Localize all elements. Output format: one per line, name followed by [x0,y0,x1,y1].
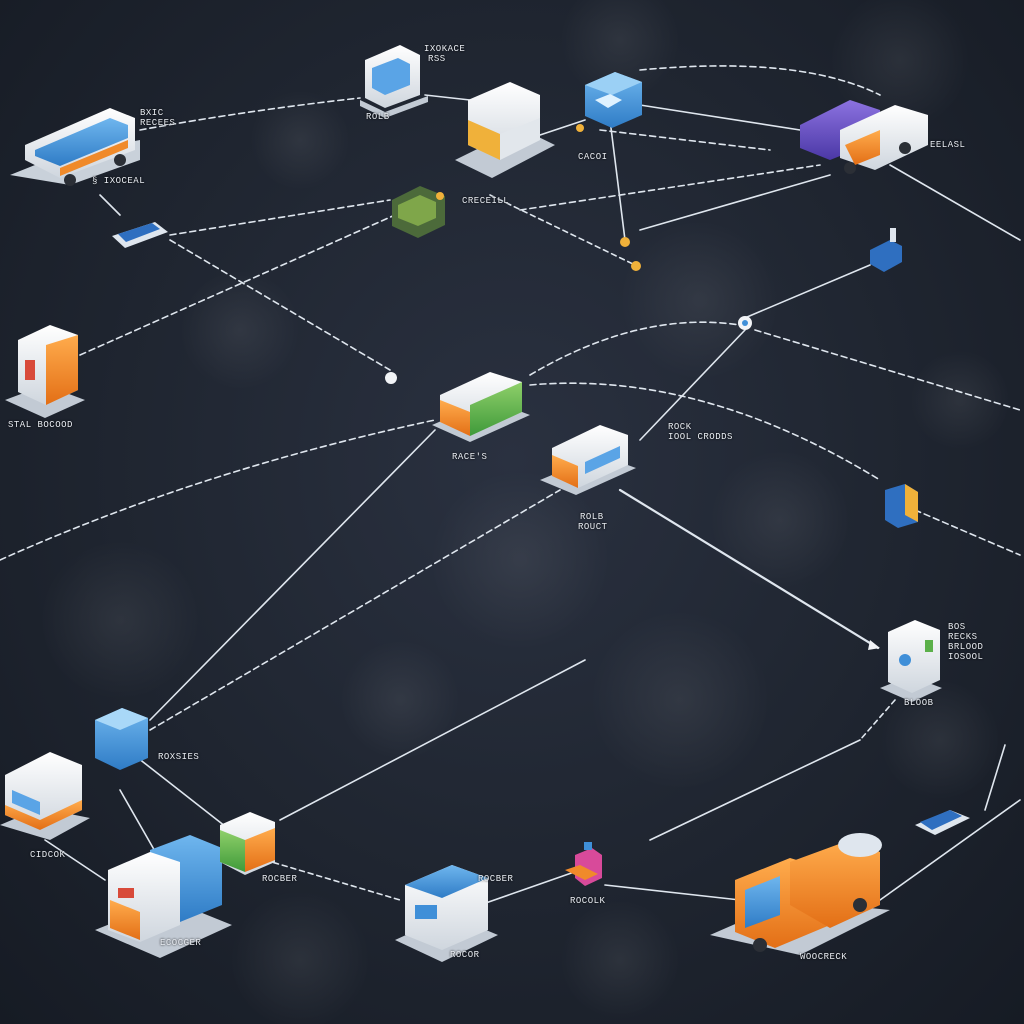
label-top-left-b: RECEES [140,118,176,128]
label-center-low-b: ROUCT [578,522,608,532]
server-main-icon [455,82,555,178]
truck-left-icon [0,752,90,840]
connector-nodes [385,124,880,650]
label-right-b: RECKS [948,632,978,642]
label-right-c: BRLOOD [948,642,984,652]
green-box-icon [220,812,275,875]
label-blue-top: CACOI [578,152,608,162]
label-center-top: CRECEILL [462,196,510,206]
label-center-right-a: ROCK [668,422,692,432]
truck-right-icon [710,833,890,955]
label-top-small: IXOKACE [424,44,466,54]
label-bottom-small: ROCOLK [570,896,606,906]
label-right-a: BOS [948,622,966,632]
label-top-small2: RSS [428,54,446,64]
blue-cube-icon [585,72,642,128]
iot-device-icon [565,842,602,886]
kiosk-cabinet-icon [5,325,85,418]
label-bottom-server: ECOCGER [160,938,202,948]
blue-card-icon [885,484,918,528]
delivery-van-icon [800,100,928,174]
gateway-server-icon [540,425,636,495]
central-server-icon [432,372,530,442]
label-bottom-mid-b: ROCOR [450,950,480,960]
bus-icon [10,108,140,186]
edge-server-icon [395,865,498,962]
sensor-icon [870,228,902,272]
label-bottom-green: ROCBER [262,874,298,884]
label-bottom-right: WOOCRECK [800,952,848,962]
label-right-d: IOSOOL [948,652,984,662]
label-bottom-left-truck: CIDCOK [30,850,66,860]
cabinet-small-icon [360,45,428,118]
terminal-kiosk-icon [880,620,942,702]
label-center: RACE'S [452,452,488,462]
label-top-right: EELASL [930,140,966,150]
background-bokeh [40,0,1010,1024]
access-point-icon [915,810,970,835]
label-bottom-mid: ROCBER [478,874,514,884]
router-small-icon [112,222,168,248]
green-machine-icon [392,186,445,238]
label-top-server: ROLB [366,112,390,122]
label-center-right-b: IOOL CRODDS [668,432,733,442]
label-center-low-a: ROLB [580,512,604,522]
label-left-mid: STAL BOCOOD [8,420,73,430]
freight-hub-icon [95,835,232,958]
storage-cube-icon [95,708,148,770]
label-bottom-left-cube: ROXSIES [158,752,200,762]
label-bus: § IXOCEAL [92,176,146,186]
label-right-low: BLOOB [904,698,934,708]
label-top-left-a: BXIC [140,108,164,118]
